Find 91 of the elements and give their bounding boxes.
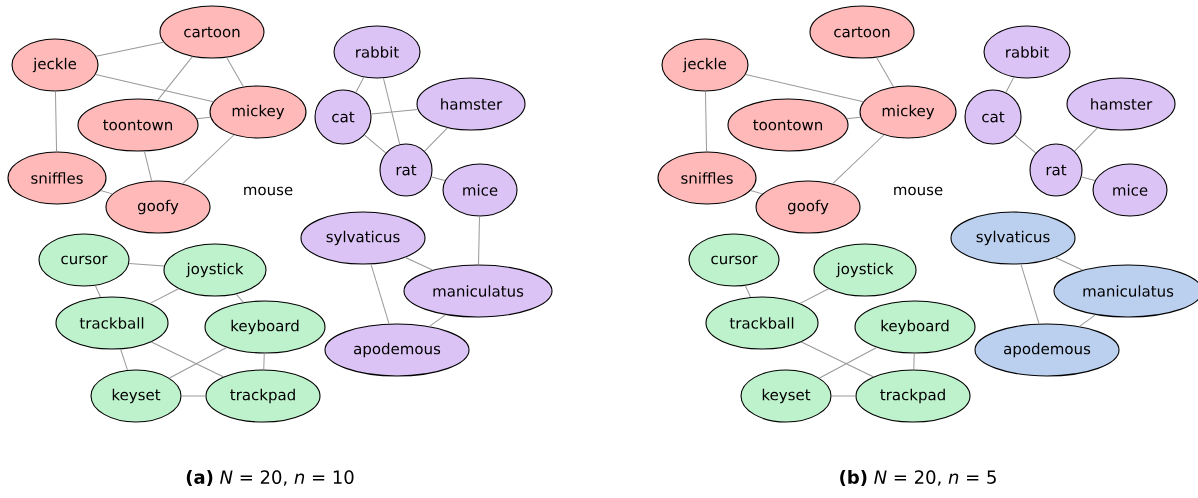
connector-line — [876, 57, 894, 88]
ellipse-node: keyboard — [204, 300, 326, 354]
ellipse-node: joystick — [163, 243, 267, 297]
connector-line — [745, 73, 864, 103]
connector-line — [705, 91, 708, 152]
ellipse-node: trackpad — [855, 369, 971, 423]
ellipse-node: goofy — [755, 180, 861, 234]
connector-line — [750, 190, 763, 195]
ellipse-node: sniffles — [7, 151, 107, 205]
connector-line — [157, 56, 193, 101]
ellipse-node: keyset — [740, 369, 832, 423]
ellipse-node: maniculatus — [403, 264, 553, 318]
connector-line — [382, 77, 401, 145]
ellipse-node: mice — [442, 163, 518, 217]
connector-line — [94, 285, 101, 298]
connector-line — [404, 257, 433, 271]
circle-node: rat — [379, 143, 433, 197]
connector-line — [181, 395, 206, 397]
connector-line — [913, 353, 915, 370]
connector-line — [846, 116, 861, 120]
ellipse-node: keyset — [90, 369, 182, 423]
connector-line — [95, 73, 214, 103]
connector-line — [128, 262, 165, 267]
connector-line — [235, 293, 244, 303]
connector-line — [1005, 76, 1015, 93]
connector-line — [1054, 257, 1083, 271]
connector-line — [1074, 127, 1098, 152]
connector-line — [364, 134, 387, 154]
connector-line — [429, 314, 446, 327]
connector-line — [1081, 176, 1096, 182]
connector-line — [226, 57, 244, 88]
ellipse-node: cat — [964, 89, 1022, 145]
ellipse-node: mice — [1092, 163, 1168, 217]
connector-line — [424, 127, 448, 152]
connector-line — [143, 150, 153, 182]
ellipse-node: maniculatus — [1053, 264, 1198, 318]
ellipse-node: apodemous — [324, 323, 470, 377]
connector-line — [799, 288, 830, 304]
ellipse-node: mickey — [859, 85, 957, 139]
ellipse-node: cursor — [688, 233, 780, 287]
connector-line — [182, 134, 235, 185]
connector-line — [196, 116, 211, 120]
connector-line — [149, 288, 180, 304]
ellipse-node: mickey — [209, 85, 307, 139]
ellipse-node: toontown — [77, 98, 199, 152]
connector-line — [1079, 314, 1096, 327]
connector-line — [263, 353, 265, 370]
ellipse-node: trackball — [705, 296, 819, 350]
connector-line — [832, 134, 885, 185]
subfigure-caption: (a) N = 20, n = 10 — [186, 470, 354, 486]
ellipse-node: sylvaticus — [300, 211, 426, 265]
connector-line — [744, 285, 751, 298]
connector-line — [370, 108, 419, 115]
connector-line — [1020, 263, 1040, 325]
ellipse-node: sniffles — [657, 151, 757, 205]
subfigure-caption: (b) N = 20, n = 5 — [840, 470, 996, 487]
connector-line — [831, 395, 856, 397]
ellipse-node: cursor — [38, 233, 130, 287]
ellipse-node: cartoon — [159, 5, 265, 59]
ellipse-node: joystick — [813, 243, 917, 297]
ellipse-node: hamster — [416, 77, 526, 131]
ellipse-node: rabbit — [333, 25, 421, 79]
ellipse-node: keyboard — [854, 300, 976, 354]
ellipse-node: trackpad — [205, 369, 321, 423]
ellipse-node: jeckle — [661, 38, 749, 92]
ellipse-node: rabbit — [983, 25, 1071, 79]
circle-node: rat — [1029, 143, 1083, 197]
connector-line — [370, 263, 390, 325]
ellipse-node: toontown — [727, 98, 849, 152]
ellipse-node: goofy — [105, 180, 211, 234]
connector-line — [478, 216, 480, 265]
ellipse-node: sylvaticus — [950, 211, 1076, 265]
ellipse-node: jeckle — [11, 38, 99, 92]
ellipse-node: trackball — [55, 296, 169, 350]
connector-line — [800, 341, 874, 378]
connector-line — [95, 41, 164, 57]
connector-line — [431, 176, 446, 182]
ellipse-node: cat — [314, 89, 372, 145]
connector-line — [54, 91, 58, 152]
ellipse-node: apodemous — [974, 323, 1120, 377]
ellipse-node: hamster — [1066, 77, 1176, 131]
connector-line — [819, 347, 878, 379]
connector-line — [355, 76, 365, 93]
word-label: mouse — [244, 186, 293, 196]
connector-line — [1014, 134, 1037, 154]
connector-line — [169, 347, 228, 379]
word-label: mouse — [894, 186, 943, 196]
connector-line — [120, 348, 128, 371]
connector-line — [100, 190, 113, 195]
ellipse-node: cartoon — [809, 5, 915, 59]
connector-line — [150, 341, 224, 378]
